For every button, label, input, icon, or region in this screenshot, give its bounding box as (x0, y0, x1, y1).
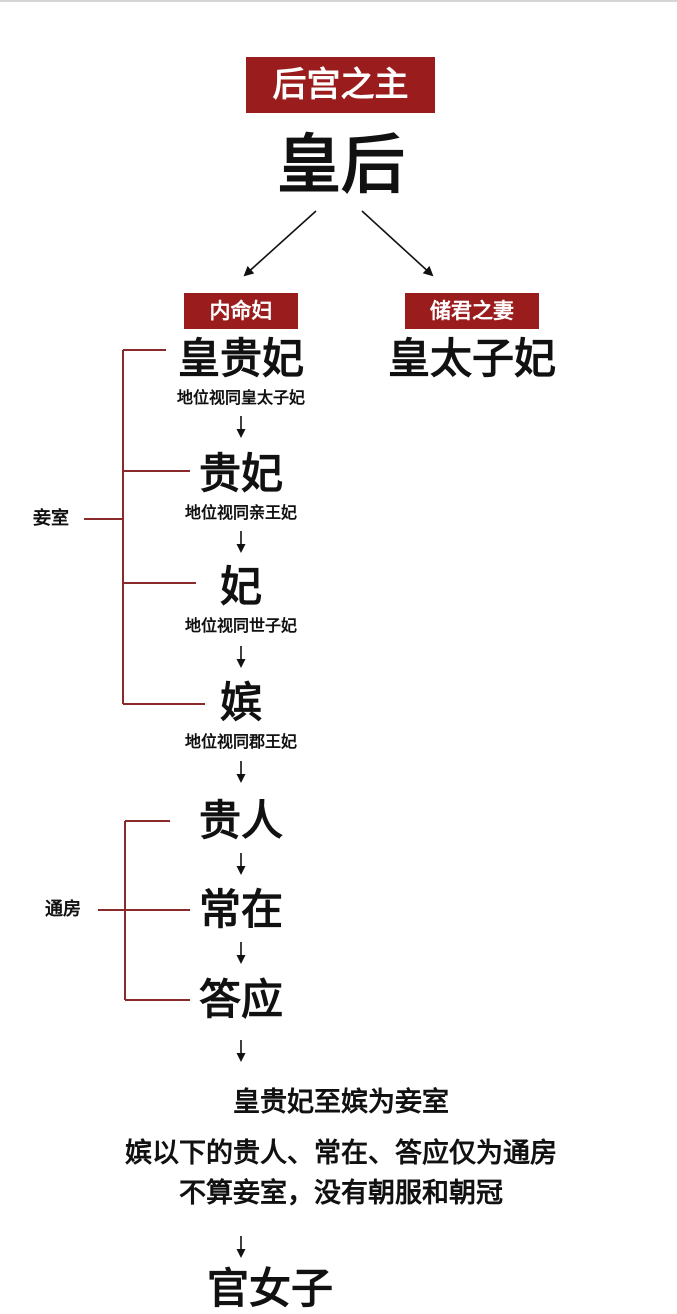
rank-pin: 嫔 (219, 678, 263, 727)
chujun-tag: 储君之妻 (405, 293, 539, 329)
crown-princess-title: 皇太子妃 (387, 334, 557, 383)
note-pin: 地位视同郡王妃 (184, 732, 298, 751)
empress-title: 皇后 (277, 129, 405, 203)
note-fei: 地位视同世子妃 (184, 616, 298, 635)
caption-line-1: 皇贵妃至嫔为妾室 (233, 1087, 449, 1118)
tongfang-bracket (98, 820, 190, 1001)
caption-line-2: 嫔以下的贵人、常在、答应仅为通房 (125, 1138, 557, 1169)
caption-line-3: 不算妾室，没有朝服和朝冠 (179, 1178, 503, 1209)
neiming-tag: 内命妇 (184, 293, 298, 329)
diagram-connectors (84, 210, 434, 1258)
rank-guifei: 贵妃 (198, 449, 284, 498)
arrow-to-neiming (243, 210, 317, 277)
note-guifei: 地位视同亲王妃 (184, 503, 298, 522)
rank-daying: 答应 (198, 975, 284, 1024)
top-tag: 后宫之主 (246, 57, 435, 113)
note-huangguifei: 地位视同皇太子妃 (176, 388, 306, 407)
group-label-concubine: 妾室 (33, 508, 69, 529)
rank-guiren: 贵人 (198, 796, 284, 845)
group-label-tongfang: 通房 (45, 899, 81, 920)
rank-fei: 妃 (219, 562, 263, 611)
concubine-bracket (84, 349, 205, 705)
rank-changzai: 常在 (198, 885, 284, 934)
rank-guannvzi: 官女子 (206, 1264, 334, 1313)
rank-huangguifei: 皇贵妃 (177, 334, 305, 383)
arrow-to-chujun (361, 210, 434, 277)
top-divider (0, 0, 677, 2)
